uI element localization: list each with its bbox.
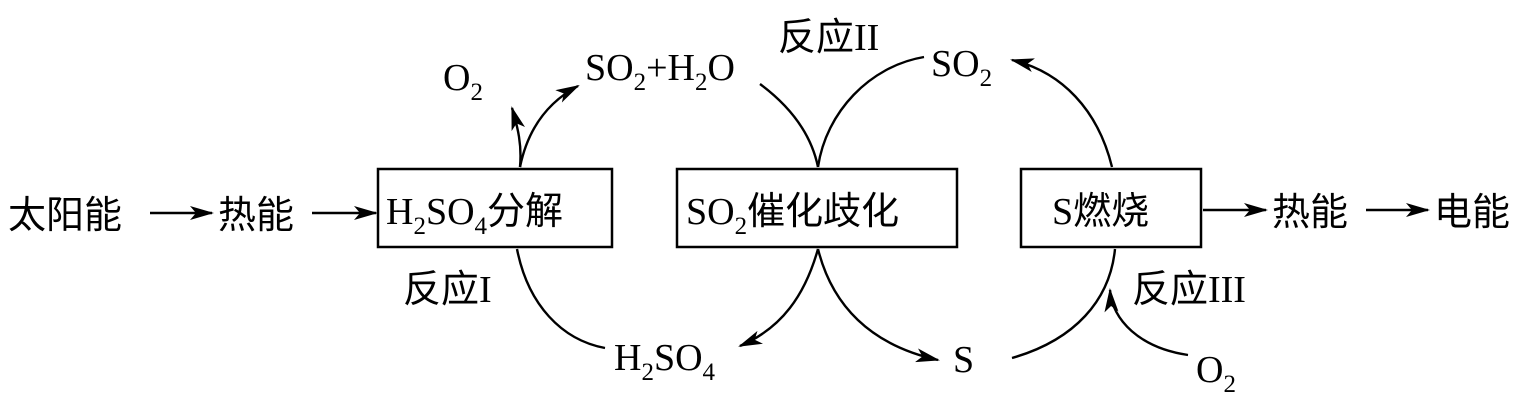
h2so4-product-label: H2SO4 [614, 337, 716, 386]
so2-product-label: SO2 [931, 43, 992, 92]
solar-energy-label: 太阳能 [8, 195, 122, 237]
o2-product-label: O2 [443, 57, 483, 106]
reaction-2-label: 反应II [778, 17, 879, 59]
combustion-box-label: S燃烧 [1052, 191, 1149, 233]
decomposition-box [376, 167, 614, 249]
sulfur-product-label: S [953, 339, 974, 381]
combustion-box [1019, 167, 1203, 249]
disproportionation-box [675, 167, 959, 249]
arrow-sulfur-to-combustion [1011, 248, 1117, 360]
arrow-disproportionation-to-so2 [816, 55, 925, 168]
disproportionation-box-label: SO2催化歧化 [686, 191, 899, 240]
reaction-3-label: 反应III [1132, 269, 1246, 311]
arrow-decomposition-to-so2-h2o [518, 84, 580, 168]
arrow-so2-h2o-to-disproportionation [759, 83, 820, 168]
so2-h2o-product-label: SO2+H2O [585, 47, 735, 96]
reaction-1-label: 反应I [403, 269, 492, 311]
arrow-disproportionation-to-h2so4 [738, 248, 820, 348]
arrow-disproportionation-to-sulfur [816, 248, 940, 363]
electric-energy-label: 电能 [1434, 192, 1510, 234]
arrow-so2-to-combustion [1010, 58, 1114, 168]
o2-reactant-label: O2 [1196, 349, 1236, 398]
decomposition-box-label: H2SO4分解 [386, 191, 563, 240]
arrow-decomposition-to-o2 [510, 106, 526, 168]
heat-energy-out-label: 热能 [1272, 192, 1348, 234]
heat-energy-in-label: 热能 [218, 195, 294, 237]
arrow-h2so4-return-curve [515, 248, 606, 350]
arrow-o2-to-combustion [1104, 288, 1189, 357]
